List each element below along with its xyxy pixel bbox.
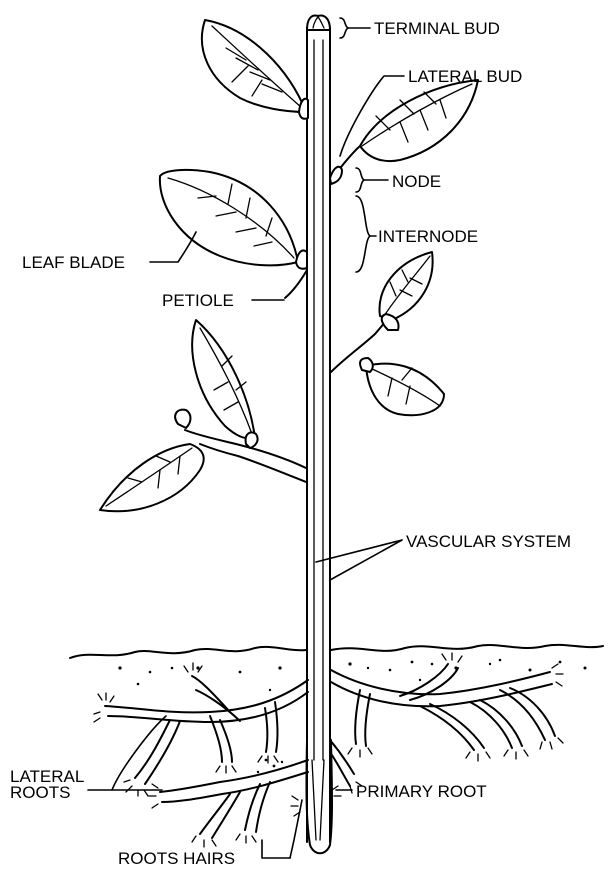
leaf-mid-right — [331, 252, 444, 415]
label-node: NODE — [392, 172, 441, 191]
label-leaf-blade: LEAF BLADE — [22, 253, 125, 272]
leaf-top-right — [330, 80, 478, 184]
label-internode: INTERNODE — [378, 227, 478, 246]
root-hairs — [94, 653, 563, 847]
leaf-lower-left — [100, 320, 306, 511]
label-primary-root: PRIMARY ROOT — [356, 782, 487, 801]
label-root-hairs: ROOTS HAIRS — [118, 849, 235, 868]
label-vascular-system: VASCULAR SYSTEM — [406, 532, 571, 551]
soil-surface — [70, 645, 603, 658]
label-lateral-roots-line2: ROOTS — [10, 783, 70, 802]
label-petiole: PETIOLE — [162, 291, 234, 310]
stem — [307, 28, 330, 842]
leaf-mid-left — [160, 170, 307, 298]
terminal-bud — [307, 16, 330, 30]
label-terminal-bud: TERMINAL BUD — [374, 19, 500, 38]
primary-root — [306, 740, 332, 853]
label-lateral-bud: LATERAL BUD — [408, 67, 522, 86]
leaf-top-left — [202, 20, 308, 119]
